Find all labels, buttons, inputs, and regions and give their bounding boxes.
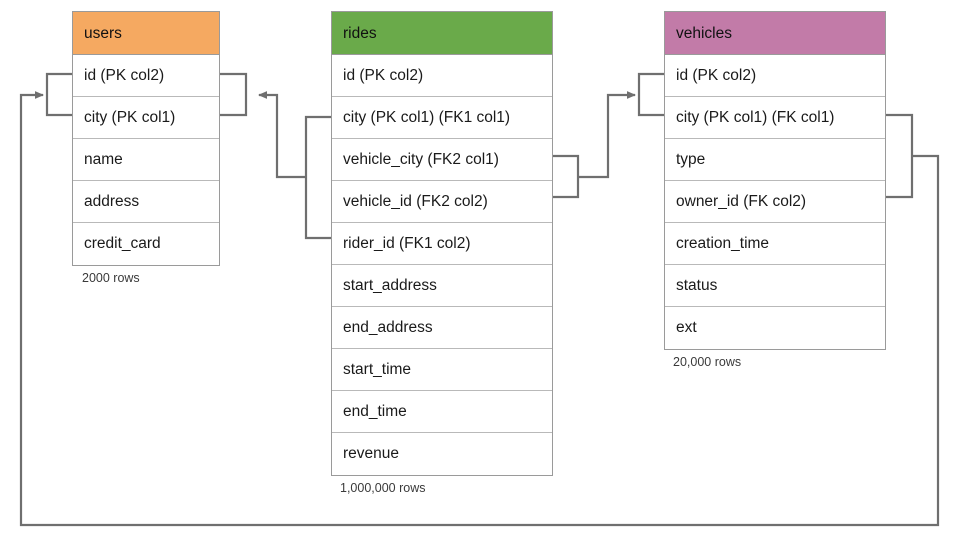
table-rides-row-count: 1,000,000 rows <box>340 481 426 495</box>
table-users-row-count: 2000 rows <box>82 271 140 285</box>
table-users-column-credit-card[interactable]: credit_card <box>73 223 219 265</box>
table-rides-column-start-address[interactable]: start_address <box>332 265 552 307</box>
table-rides[interactable]: rides id (PK col2) city (PK col1) (FK1 c… <box>331 11 553 476</box>
rides-right-bracket <box>553 154 580 199</box>
table-users-column-name[interactable]: name <box>73 139 219 181</box>
table-rides-column-end-address[interactable]: end_address <box>332 307 552 349</box>
vehicles-right-bracket <box>886 113 914 199</box>
table-vehicles-row-count: 20,000 rows <box>673 355 742 369</box>
table-users-column-id[interactable]: id (PK col2) <box>73 55 219 97</box>
table-rides-title: rides <box>332 12 552 55</box>
table-rides-column-start-time[interactable]: start_time <box>332 349 552 391</box>
table-rides-column-city[interactable]: city (PK col1) (FK1 col1) <box>332 97 552 139</box>
table-rides-column-vehicle-city[interactable]: vehicle_city (FK2 col1) <box>332 139 552 181</box>
table-vehicles-column-status[interactable]: status <box>665 265 885 307</box>
vehicles-left-bracket <box>637 72 664 117</box>
table-vehicles-column-id[interactable]: id (PK col2) <box>665 55 885 97</box>
table-users-title: users <box>73 12 219 55</box>
table-rides-column-rider-id[interactable]: rider_id (FK1 col2) <box>332 223 552 265</box>
users-right-bracket <box>220 72 248 117</box>
table-rides-column-vehicle-id[interactable]: vehicle_id (FK2 col2) <box>332 181 552 223</box>
table-vehicles-column-ext[interactable]: ext <box>665 307 885 349</box>
rides-left-bracket <box>304 115 331 240</box>
wire-rides-to-vehicles <box>578 91 636 179</box>
table-vehicles-column-city[interactable]: city (PK col1) (FK col1) <box>665 97 885 139</box>
table-users-column-address[interactable]: address <box>73 181 219 223</box>
table-vehicles-title: vehicles <box>665 12 885 55</box>
table-vehicles-column-owner-id[interactable]: owner_id (FK col2) <box>665 181 885 223</box>
users-left-bracket <box>45 72 72 117</box>
table-rides-column-revenue[interactable]: revenue <box>332 433 552 475</box>
table-vehicles-column-type[interactable]: type <box>665 139 885 181</box>
table-rides-column-id[interactable]: id (PK col2) <box>332 55 552 97</box>
table-rides-column-end-time[interactable]: end_time <box>332 391 552 433</box>
table-vehicles[interactable]: vehicles id (PK col2) city (PK col1) (FK… <box>664 11 886 350</box>
table-users-column-city[interactable]: city (PK col1) <box>73 97 219 139</box>
table-vehicles-column-creation-time[interactable]: creation_time <box>665 223 885 265</box>
table-users[interactable]: users id (PK col2) city (PK col1) name a… <box>72 11 220 266</box>
wire-rides-to-users <box>258 91 306 179</box>
